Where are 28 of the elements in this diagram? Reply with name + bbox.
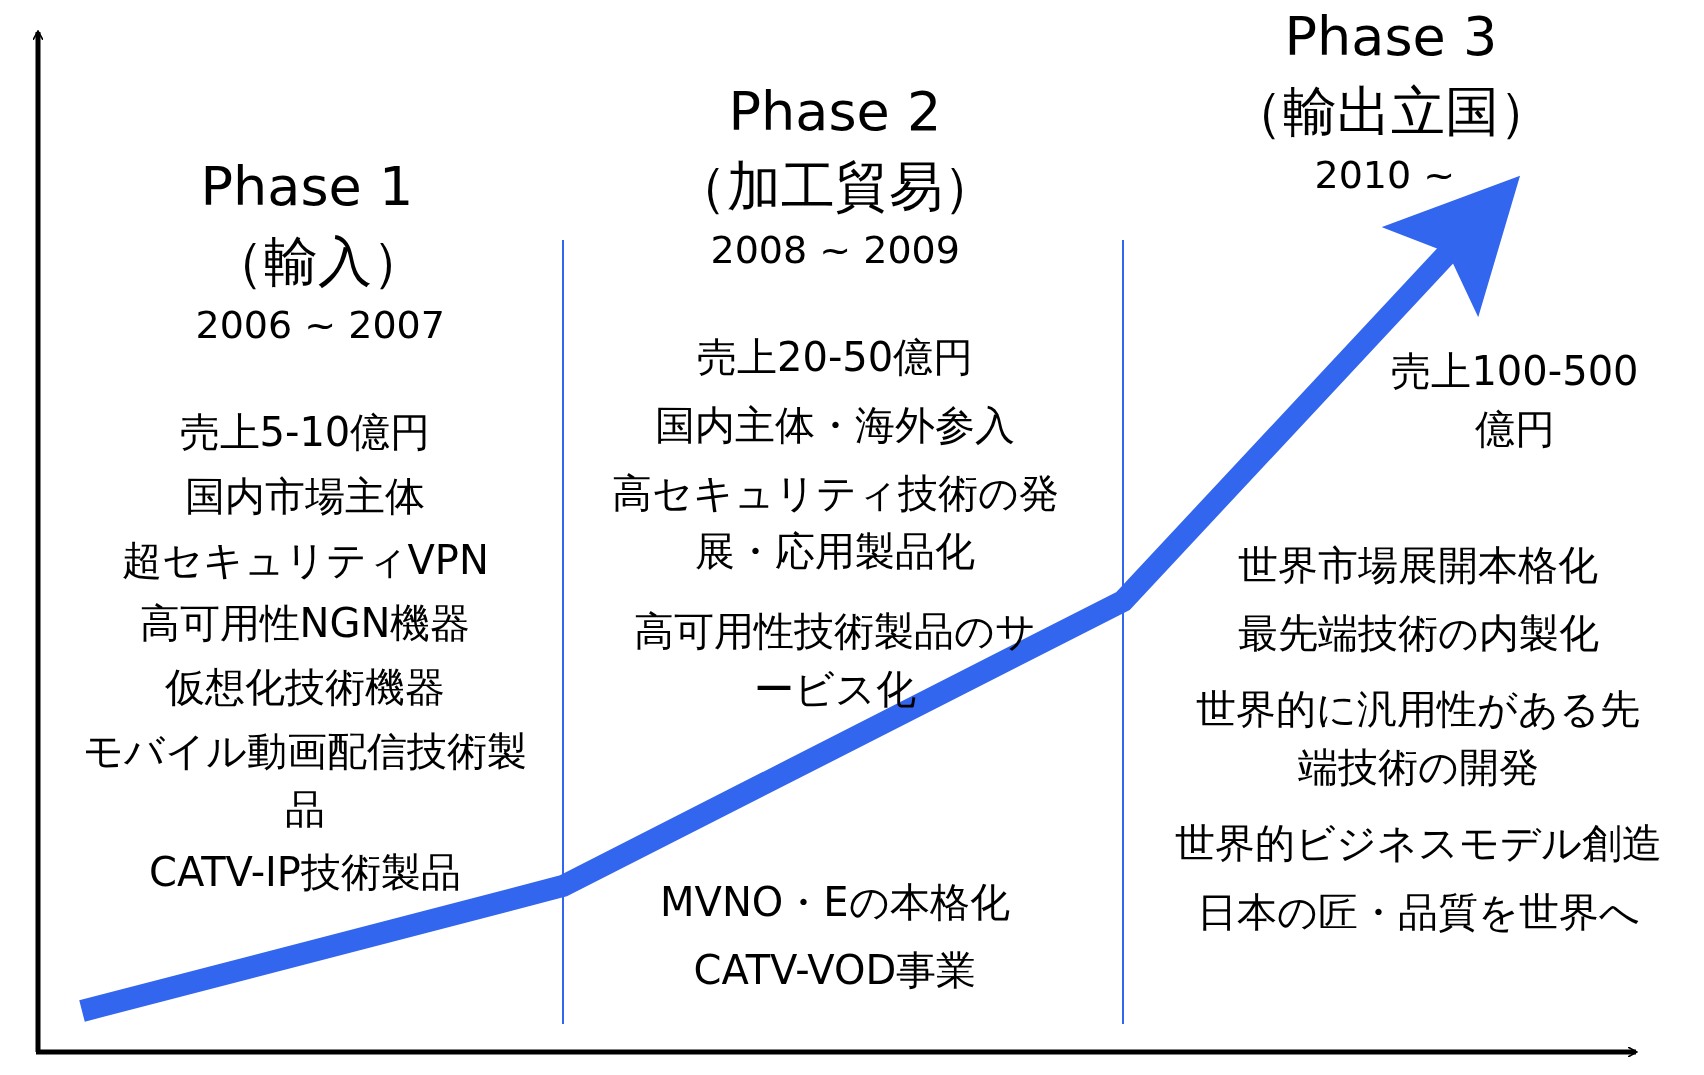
- text: 国内市場主体: [185, 472, 425, 521]
- year-range: 2010 ~: [1314, 151, 1456, 199]
- text: 売上100-500億円: [1390, 347, 1640, 454]
- phase-subtitle: （加工貿易）: [673, 154, 997, 220]
- year-range: 2006 ~ 2007: [195, 301, 445, 349]
- text: 高可用性NGN機器: [139, 599, 471, 648]
- text: モバイル動画配信技術製品: [82, 727, 528, 834]
- text: 売上5-10億円: [179, 408, 431, 457]
- phase-heading: Phase 1: [200, 154, 414, 220]
- text: CATV-IP技術製品: [149, 848, 461, 897]
- text: CATV-VOD事業: [693, 946, 977, 995]
- year-range: 2008 ~ 2009: [710, 226, 960, 274]
- text: 国内主体・海外参入: [655, 401, 1015, 450]
- text: 世界的ビジネスモデル創造: [1174, 819, 1662, 868]
- text: 仮想化技術機器: [165, 663, 445, 712]
- phase-subtitle: （輸出立国）: [1229, 79, 1553, 145]
- text: 世界的に汎用性がある先端技術の開発: [1195, 685, 1641, 792]
- text: 最先端技術の内製化: [1237, 609, 1599, 658]
- phase-heading: Phase 3: [1284, 4, 1498, 70]
- text: 日本の匠・品質を世界へ: [1196, 888, 1640, 937]
- text: 高セキュリティ技術の発展・応用製品化: [610, 469, 1060, 576]
- text: 高可用性技術製品のサービス化: [633, 607, 1037, 714]
- phase-subtitle: （輸入）: [210, 229, 426, 295]
- text: 世界市場展開本格化: [1238, 541, 1598, 590]
- text: 超セキュリティVPN: [121, 536, 489, 585]
- phase-heading: Phase 2: [728, 79, 942, 145]
- text: 売上20-50億円: [697, 333, 974, 382]
- text: MVNO・Eの本格化: [660, 878, 1010, 927]
